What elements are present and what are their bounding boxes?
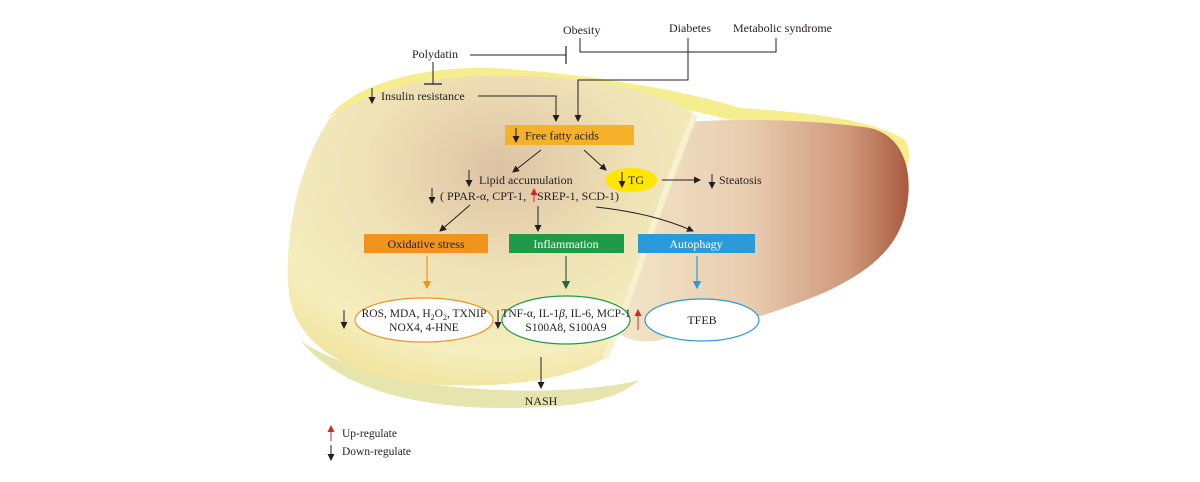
oxidative-markers-line1: ROS, MDA, H2O2, TXNIP [362,308,487,322]
conditions-bracket [579,38,777,53]
tg-label: TG [628,173,644,187]
autophagy-box [638,234,755,253]
lipid-to-oxidative-arrow [439,204,471,232]
autophagy-label: Autophagy [669,237,722,251]
lipid-accumulation-label: Lipid accumulation [479,173,573,187]
ffa-to-tg-arrow [583,149,607,171]
metabolic-syndrome-label: Metabolic syndrome [733,21,832,35]
inflammation-markers-ellipse [501,295,631,345]
ffa-to-lipid-arrow [512,149,542,173]
lipid-to-autophagy-arrow [595,206,694,232]
conditions-to-ffa-arrow [574,52,689,123]
legend: Up-regulate Down-regulate [327,424,411,462]
obesity-label: Obesity [563,23,600,37]
diabetes-label: Diabetes [669,21,711,35]
oxidative-markers-ellipse [354,297,494,343]
insulin-to-ffa-arrow [478,95,560,123]
oxidative-stress-label: Oxidative stress [388,237,465,251]
polydatin-label: Polydatin [412,47,458,61]
lipid-markers-open: ( PPAR-α, CPT-1, [440,189,526,203]
inflammation-label: Inflammation [533,237,598,251]
legend-up-label: Up-regulate [342,428,397,440]
liver-underside [300,340,640,409]
inflammation-box [509,234,624,253]
free-fatty-acids-box [505,125,634,145]
tfeb-ellipse [644,298,760,342]
oxidative-stress-box [364,234,488,253]
tg-ellipse [605,168,657,192]
inflammation-markers-line1: TNF-α, IL-1β, IL-6, MCP-1 [501,308,631,320]
steatosis-label: Steatosis [719,173,762,187]
legend-down-label: Down-regulate [342,446,411,458]
lipid-markers-close: SREP-1, SCD-1) [537,189,619,203]
insulin-resistance-label: Insulin resistance [381,89,465,103]
tfeb-label: TFEB [687,313,716,327]
nash-label: NASH [525,394,558,408]
oxidative-markers-line2: NOX4, 4-HNE [389,322,459,334]
liver-right-lobe [615,120,909,342]
free-fatty-acids-label: Free fatty acids [525,129,599,143]
inflammation-markers-line2: S100A8, S100A9 [525,322,606,334]
